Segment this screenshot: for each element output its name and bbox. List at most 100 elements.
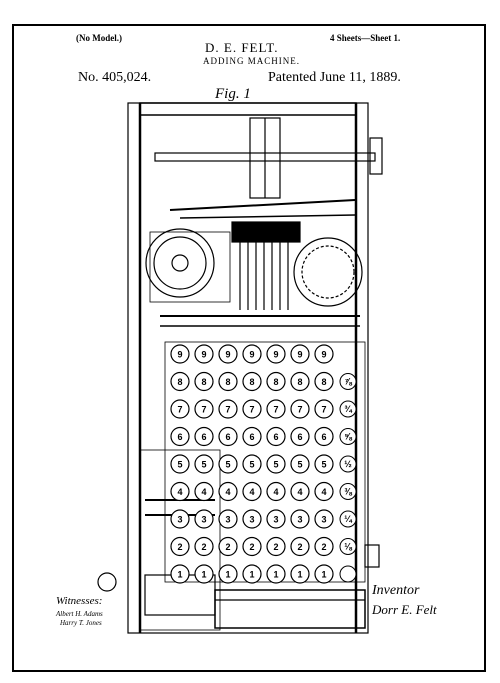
key-label: 7 bbox=[273, 405, 278, 415]
key-label: 3 bbox=[177, 515, 182, 525]
key-label: 7 bbox=[249, 405, 254, 415]
key-label: 9 bbox=[177, 350, 182, 360]
key-label: 5 bbox=[249, 460, 254, 470]
key-5-col-2 bbox=[194, 454, 214, 474]
key-8-col-5 bbox=[266, 371, 286, 392]
key-label: 1 bbox=[177, 570, 182, 580]
key-4-col-1 bbox=[170, 481, 190, 502]
fraction-key bbox=[339, 483, 357, 500]
key-label: 4 bbox=[249, 487, 254, 497]
key-7-col-2 bbox=[194, 399, 214, 419]
fraction-key bbox=[339, 510, 357, 528]
key-9-col-6 bbox=[290, 344, 310, 364]
key-4-col-7 bbox=[314, 481, 334, 502]
key-8-col-1 bbox=[170, 371, 190, 392]
key-1-col-3 bbox=[218, 564, 238, 584]
key-8-col-4 bbox=[242, 371, 262, 392]
key-6-col-5 bbox=[266, 426, 286, 447]
key-label: 6 bbox=[225, 432, 230, 442]
key-label: 9 bbox=[273, 350, 278, 360]
key-3-col-2 bbox=[194, 509, 214, 529]
key-label: 6 bbox=[201, 432, 206, 442]
key-label: 9 bbox=[225, 350, 230, 360]
base-plate bbox=[214, 589, 366, 629]
fraction-key bbox=[339, 373, 357, 390]
key-label: 7 bbox=[177, 405, 182, 415]
key-3-col-7 bbox=[314, 509, 334, 529]
key-label: 4 bbox=[321, 487, 326, 497]
fraction-key-label: ¼ bbox=[344, 514, 353, 524]
key-7-col-4 bbox=[242, 399, 262, 419]
model-note: (No Model.) bbox=[76, 33, 122, 43]
key-label: 6 bbox=[321, 432, 326, 442]
key-label: 1 bbox=[225, 570, 230, 580]
key-label: 5 bbox=[201, 460, 206, 470]
key-label: 8 bbox=[273, 377, 278, 387]
invention-title: ADDING MACHINE. bbox=[203, 56, 300, 66]
key-9-col-4 bbox=[242, 344, 262, 364]
key-6-col-3 bbox=[218, 426, 238, 447]
key-2-col-4 bbox=[242, 536, 262, 557]
key-4-col-4 bbox=[242, 481, 262, 502]
key-label: 1 bbox=[201, 570, 206, 580]
inventor-name: D. E. FELT. bbox=[205, 40, 279, 55]
witness-signature-1: Albert H. Adams bbox=[56, 610, 103, 618]
fraction-key bbox=[339, 538, 357, 555]
crank-knob bbox=[97, 572, 117, 592]
key-9-col-2 bbox=[194, 344, 214, 364]
key-8-col-2 bbox=[194, 371, 214, 392]
key-9-col-3 bbox=[218, 344, 238, 364]
right-ratchet-wheel bbox=[293, 237, 363, 307]
key-2-col-5 bbox=[266, 536, 286, 557]
left-dial-wheel bbox=[145, 228, 215, 298]
fraction-key bbox=[339, 428, 357, 445]
key-label: 1 bbox=[273, 570, 278, 580]
key-2-col-6 bbox=[290, 536, 310, 557]
key-9-col-1 bbox=[170, 344, 190, 364]
key-label: 9 bbox=[201, 350, 206, 360]
key-6-col-7 bbox=[314, 426, 334, 447]
key-3-col-1 bbox=[170, 509, 190, 529]
key-label: 6 bbox=[177, 432, 182, 442]
key-3-col-3 bbox=[218, 509, 238, 529]
key-label: 6 bbox=[249, 432, 254, 442]
key-8-col-3 bbox=[218, 371, 238, 392]
key-label: 2 bbox=[297, 542, 302, 552]
key-label: 5 bbox=[321, 460, 326, 470]
fraction-key-label: ⅞ bbox=[344, 377, 352, 387]
key-label: 5 bbox=[225, 460, 230, 470]
key-label: 1 bbox=[249, 570, 254, 580]
fraction-key bbox=[339, 565, 357, 583]
key-5-col-3 bbox=[218, 454, 238, 474]
key-label: 9 bbox=[249, 350, 254, 360]
key-label: 6 bbox=[297, 432, 302, 442]
key-5-col-1 bbox=[170, 454, 190, 474]
key-1-col-5 bbox=[266, 564, 286, 584]
fraction-key-label: ⅜ bbox=[344, 487, 352, 497]
key-6-col-6 bbox=[290, 426, 310, 447]
key-6-col-2 bbox=[194, 426, 214, 447]
key-4-col-5 bbox=[266, 481, 286, 502]
key-3-col-5 bbox=[266, 509, 286, 529]
fraction-key bbox=[339, 400, 357, 418]
key-label: 8 bbox=[321, 377, 326, 387]
key-1-col-6 bbox=[290, 564, 310, 584]
key-label: 2 bbox=[321, 542, 326, 552]
key-7-col-1 bbox=[170, 399, 190, 419]
key-label: 2 bbox=[201, 542, 206, 552]
key-6-col-1 bbox=[170, 426, 190, 447]
key-label: 8 bbox=[225, 377, 230, 387]
key-label: 3 bbox=[249, 515, 254, 525]
key-label: 4 bbox=[225, 487, 230, 497]
patent-date: Patented June 11, 1889. bbox=[268, 70, 401, 85]
key-label: 8 bbox=[297, 377, 302, 387]
key-label: 8 bbox=[249, 377, 254, 387]
key-label: 7 bbox=[201, 405, 206, 415]
key-4-col-6 bbox=[290, 481, 310, 502]
inventor-label: Inventor bbox=[372, 583, 420, 598]
key-3-col-4 bbox=[242, 509, 262, 529]
key-label: 3 bbox=[201, 515, 206, 525]
